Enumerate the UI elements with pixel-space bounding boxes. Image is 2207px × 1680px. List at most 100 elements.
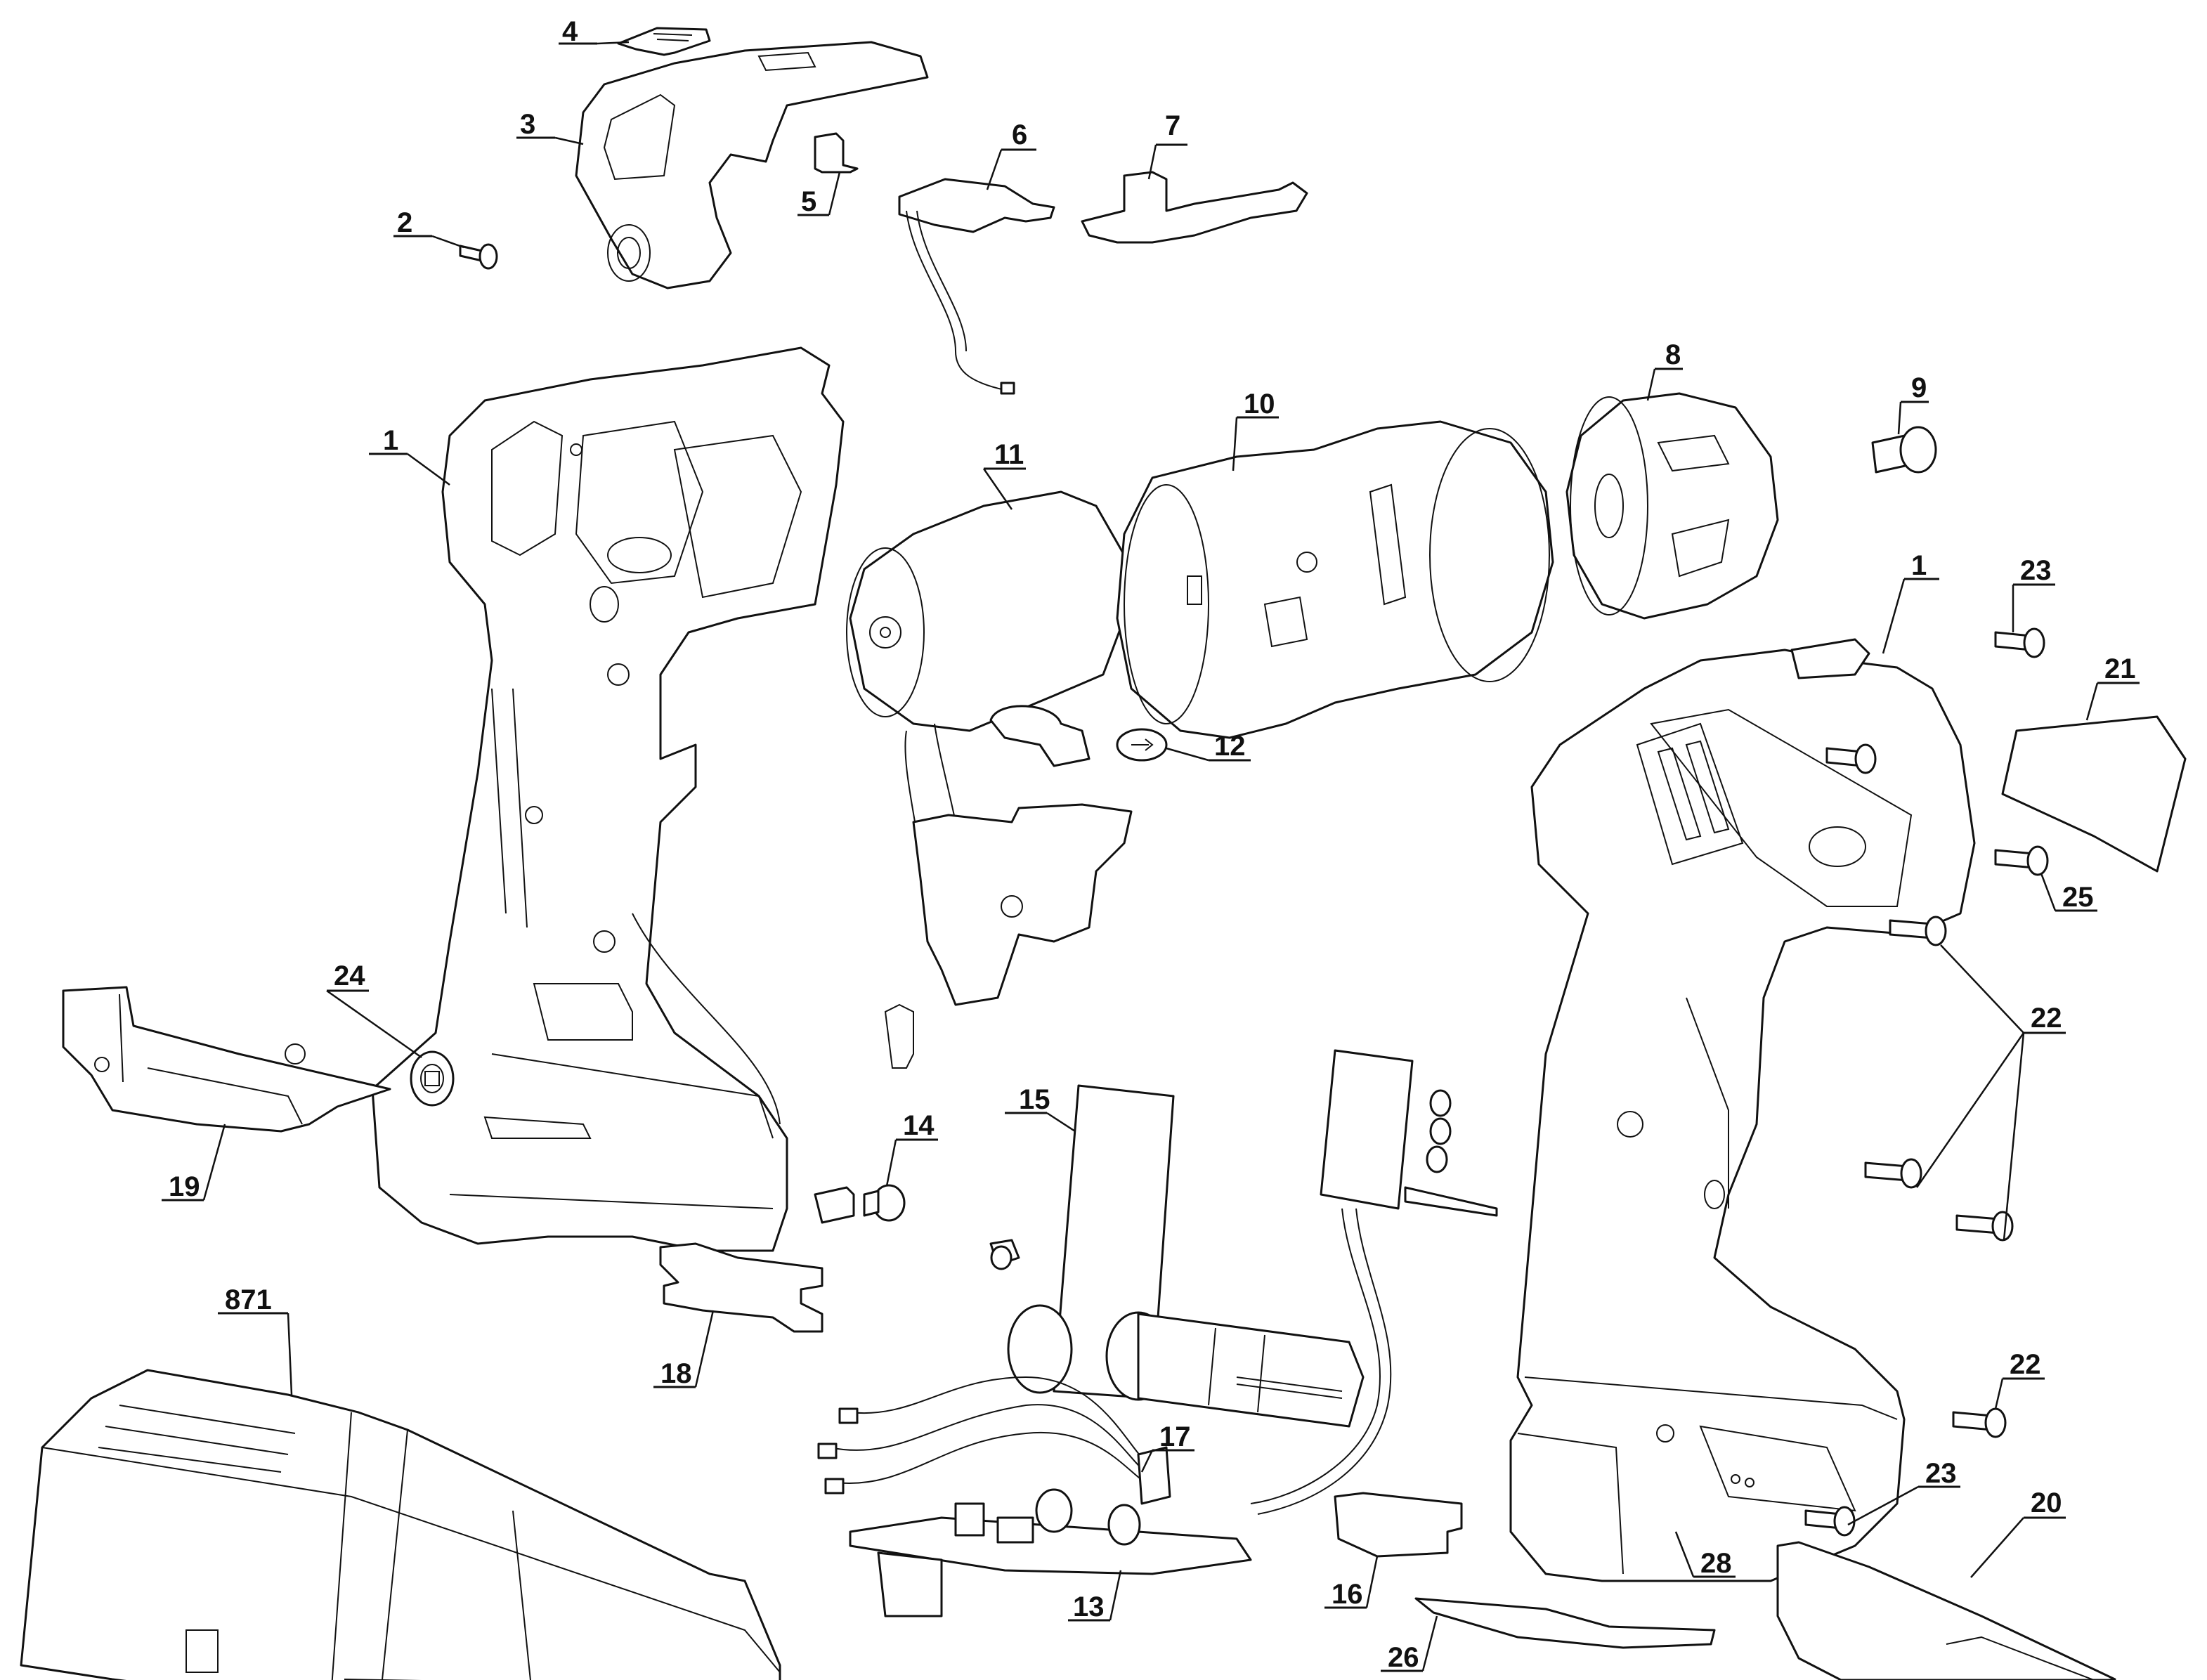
leader-line xyxy=(986,149,1003,190)
part-16-battery-latch-right xyxy=(1334,1492,1463,1558)
leader-line xyxy=(1232,417,1238,471)
leader-line xyxy=(828,171,841,216)
part-871-charger-base xyxy=(20,1369,781,1680)
part-number-label: 26 xyxy=(1388,1642,1419,1673)
leader-line xyxy=(1674,1531,1695,1577)
callout-housing-right-half: 1 xyxy=(1882,550,1939,654)
part-number-label: 21 xyxy=(2104,653,2136,684)
leader-line xyxy=(1365,1556,1379,1608)
callout-screw-upper: 23 xyxy=(2012,555,2055,632)
part-number-label: 24 xyxy=(334,961,365,991)
part-number-label: 7 xyxy=(1165,110,1180,141)
callout-charger-base: 871 xyxy=(218,1284,293,1395)
callout-chuck-sleeve: 8 xyxy=(1646,339,1683,401)
part-number-label: 12 xyxy=(1214,731,1246,762)
part-12-forward-reverse-lever xyxy=(989,705,1168,767)
trigger-switch-assembly xyxy=(884,803,1133,1069)
screw-25 xyxy=(1994,845,2049,876)
callout-housing-screws-group: 22 xyxy=(1915,944,2066,1241)
part-8-chuck-sleeve xyxy=(1565,392,1779,620)
leader-line xyxy=(431,235,464,249)
part-17-connector-terminal xyxy=(1137,1446,1171,1505)
part-4-slide-button xyxy=(617,27,711,56)
callout-battery-latch-right: 16 xyxy=(1324,1556,1379,1610)
part-number-label: 1 xyxy=(383,425,398,456)
leader-line xyxy=(982,468,1013,510)
part-number-label: 23 xyxy=(1925,1458,1957,1489)
part-number-label: 3 xyxy=(520,109,535,140)
part-number-label: 6 xyxy=(1012,119,1027,150)
part-1-housing-left-half xyxy=(371,346,845,1252)
callout-button-plug: 14 xyxy=(885,1110,938,1187)
battery-terminal-block xyxy=(1250,1049,1498,1515)
leader-line xyxy=(202,1124,226,1201)
callout-battery-latch-left: 18 xyxy=(653,1310,715,1389)
part-number-label: 11 xyxy=(994,439,1024,470)
part-number-label: 20 xyxy=(2031,1487,2062,1518)
wiring-leads xyxy=(817,1376,1146,1495)
callout-base-foot-cover: 20 xyxy=(1970,1487,2066,1578)
part-number-label: 10 xyxy=(1244,389,1275,419)
part-number-label: 17 xyxy=(1159,1421,1191,1452)
screw-22-d xyxy=(1952,1407,2007,1438)
leader-line xyxy=(885,1139,897,1187)
part-number-label: 4 xyxy=(562,16,578,47)
part-number-label: 23 xyxy=(2020,555,2052,586)
part-number-label: 13 xyxy=(1073,1591,1105,1622)
part-18-battery-latch-left xyxy=(659,1242,823,1333)
leader-line xyxy=(2003,1032,2025,1241)
part-number-label: 18 xyxy=(660,1358,692,1389)
part-2-screw xyxy=(459,243,498,270)
callout-slide-button: 4 xyxy=(559,16,630,47)
part-26-rubber-pad xyxy=(1414,1597,1716,1649)
part-number-label: 28 xyxy=(1700,1548,1732,1579)
callout-screw-lower: 23 xyxy=(1847,1458,1960,1526)
callout-small-pad: 28 xyxy=(1674,1531,1736,1579)
part-7-speed-selector-bracket xyxy=(1081,171,1308,244)
leader-line xyxy=(1646,368,1656,401)
screw-22-c xyxy=(1955,1211,2014,1242)
callout-circuit-board: 13 xyxy=(1068,1570,1122,1622)
leader-line xyxy=(1140,1450,1154,1473)
leader-line xyxy=(287,1313,293,1395)
callout-led-switch-module: 6 xyxy=(986,119,1036,190)
callout-housing-screw-lower: 22 xyxy=(1994,1349,2045,1409)
part-5-small-button-cap xyxy=(814,132,859,174)
callout-bit-holder-magnet: 24 xyxy=(326,961,422,1059)
part-9-chuck-screw xyxy=(1871,426,1937,474)
part-24-bit-holder-magnet xyxy=(410,1050,455,1107)
callout-speed-selector-bracket: 7 xyxy=(1147,110,1187,180)
leader-line xyxy=(554,136,584,145)
part-number-label: 14 xyxy=(903,1110,935,1141)
callout-belt-clip-cover: 19 xyxy=(162,1124,226,1202)
part-number-label: 1 xyxy=(1911,550,1927,581)
callout-side-label: 21 xyxy=(2085,653,2140,721)
leader-line xyxy=(1897,401,1902,435)
part-number-label: 22 xyxy=(2031,1003,2062,1034)
part-15-battery-pack-cells xyxy=(989,1084,1365,1428)
part-20-base-foot-cover xyxy=(1776,1541,2116,1680)
leader-line xyxy=(2085,682,2099,721)
leader-line xyxy=(597,41,630,45)
part-14-button-plug xyxy=(814,1184,906,1224)
leader-line xyxy=(1994,1378,2004,1409)
screw-23-lower xyxy=(1804,1506,1856,1537)
part-number-label: 19 xyxy=(169,1171,200,1202)
leader-line xyxy=(1847,1485,1919,1526)
leader-line xyxy=(1940,944,2024,1034)
part-10-gearbox-assembly xyxy=(1116,420,1554,739)
part-number-label: 16 xyxy=(1332,1579,1363,1610)
part-number-label: 871 xyxy=(225,1284,272,1315)
callout-connector-terminal: 17 xyxy=(1140,1421,1194,1473)
leader-line xyxy=(2040,873,2057,911)
screw-22-b xyxy=(1864,1158,1922,1189)
callout-screw: 2 xyxy=(393,207,464,249)
part-19-belt-clip-cover xyxy=(62,986,391,1133)
part-6-led-switch-module xyxy=(898,178,1055,395)
part-13-circuit-board xyxy=(849,1488,1252,1617)
callout-chuck-screw: 9 xyxy=(1897,372,1929,435)
leader-line xyxy=(326,989,422,1059)
leader-line xyxy=(1166,747,1209,762)
